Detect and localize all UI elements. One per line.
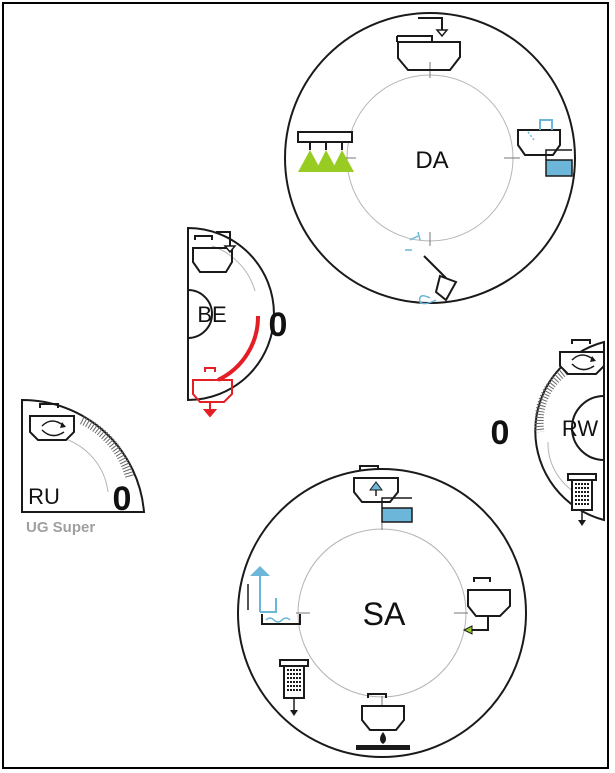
- rw-widget[interactable]: RW 0: [491, 339, 605, 526]
- tank-outlet-icon[interactable]: [462, 577, 511, 635]
- da-label: DA: [415, 147, 448, 174]
- filter-icon[interactable]: [567, 473, 597, 526]
- rw-value: 0: [491, 414, 510, 452]
- ru-widget[interactable]: RU 0 UG Super: [21, 398, 146, 536]
- rw-label: RW: [562, 416, 598, 441]
- be-widget[interactable]: BE 0: [187, 226, 288, 418]
- filter-icon[interactable]: [279, 659, 309, 716]
- spray-gun-icon[interactable]: [405, 231, 458, 305]
- tank-circulation-icon[interactable]: [29, 403, 75, 441]
- tank-fill-icon[interactable]: [396, 17, 461, 71]
- tank-rinse-icon[interactable]: [517, 119, 573, 177]
- da-widget[interactable]: DA: [284, 12, 576, 305]
- tank-circulation-icon[interactable]: [559, 339, 605, 375]
- tank-drop-icon[interactable]: [356, 693, 410, 750]
- sa-label: SA: [363, 596, 406, 632]
- ru-value: 0: [113, 480, 132, 518]
- tank-transfer-icon[interactable]: [353, 465, 413, 523]
- tank-drain-icon[interactable]: [192, 367, 233, 418]
- be-label: BE: [197, 302, 226, 327]
- tank-fill-icon[interactable]: [192, 231, 237, 273]
- be-value: 0: [269, 306, 288, 344]
- water-fill-icon[interactable]: [247, 566, 301, 625]
- ru-label: RU: [28, 484, 60, 509]
- boom-sprayer-icon[interactable]: [297, 131, 354, 172]
- sa-widget[interactable]: SA: [237, 465, 527, 758]
- ru-sublabel: UG Super: [26, 519, 95, 536]
